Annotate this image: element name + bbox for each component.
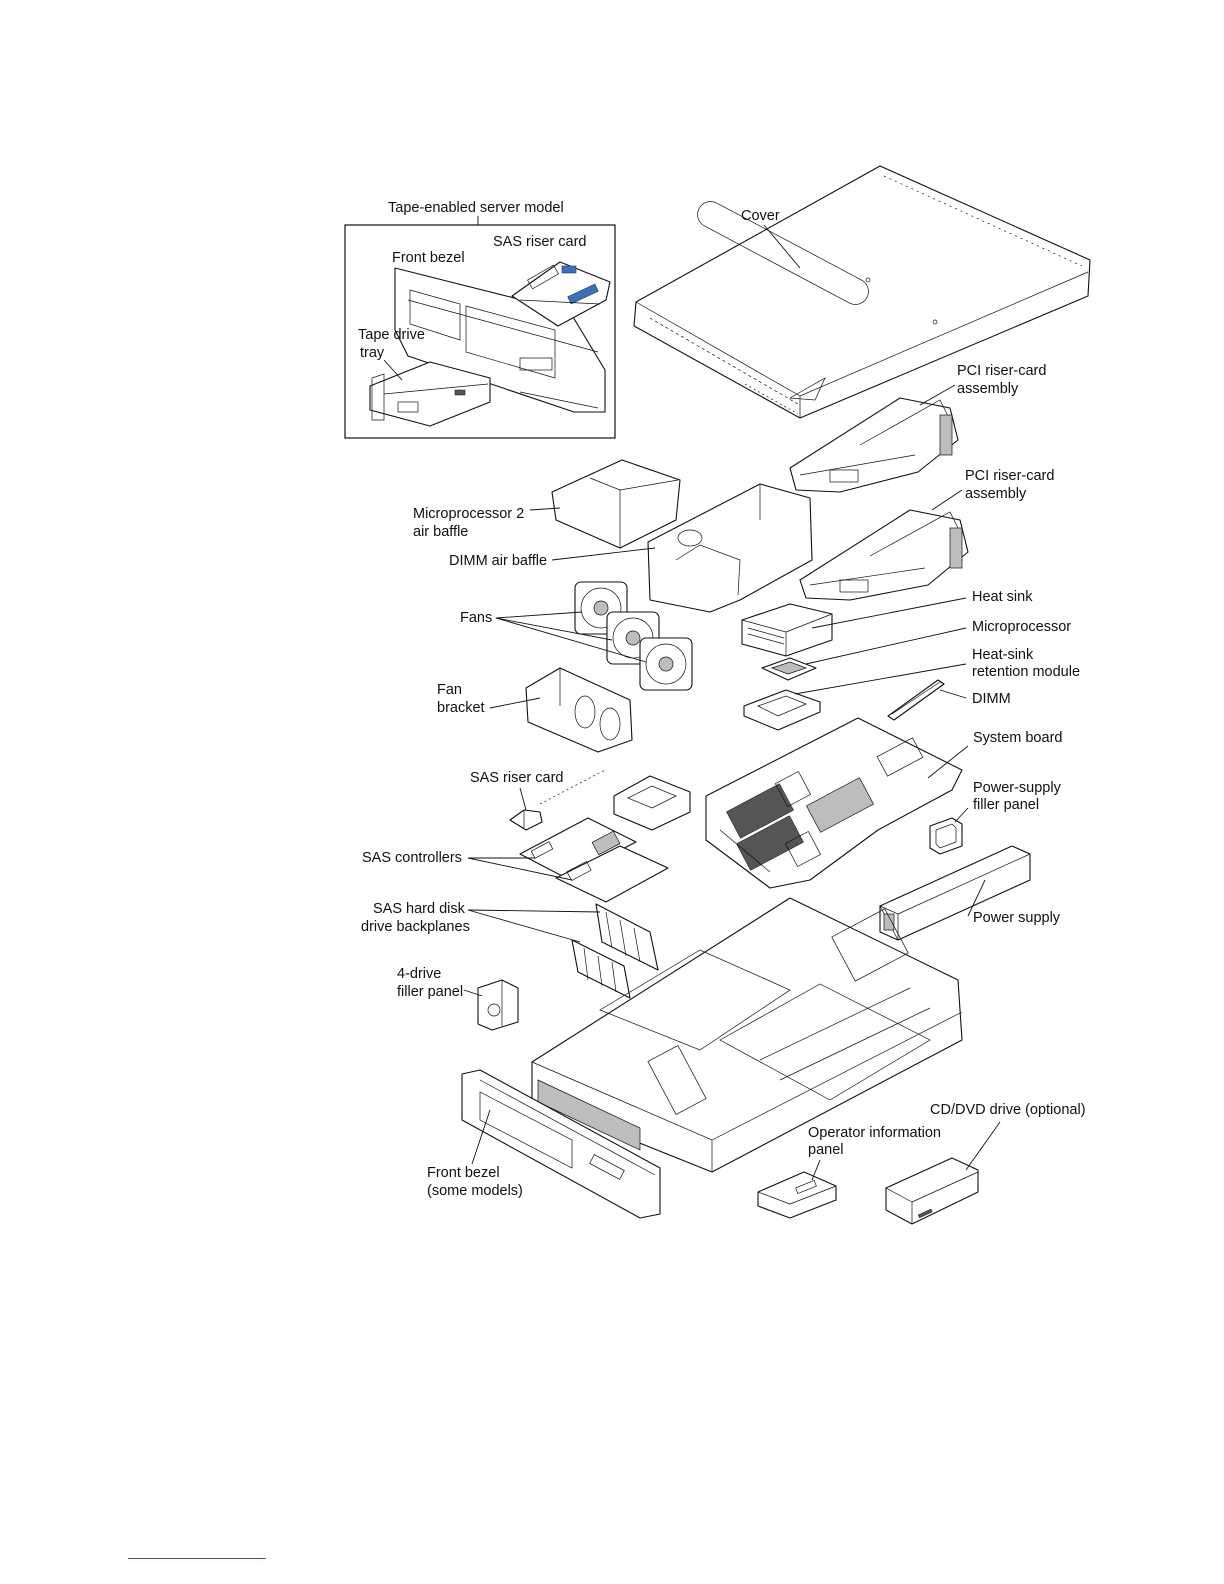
- tape-drive-tray-label-2: tray: [360, 345, 385, 361]
- dimm-part: [887, 679, 945, 721]
- front-bezel-label-2: (some models): [427, 1183, 523, 1199]
- heat-sink-label: Heat sink: [972, 589, 1033, 605]
- pci-riser-1-label-1: PCI riser-card: [957, 363, 1046, 379]
- power-supply-filler-panel-part: [929, 817, 963, 855]
- chassis-part: [531, 897, 963, 1173]
- cover-label: Cover: [741, 208, 780, 224]
- hs-retention-label-2: retention module: [972, 664, 1080, 680]
- cd-dvd-label: CD/DVD drive (optional): [930, 1102, 1086, 1118]
- pci-riser-assembly-2-part: [799, 509, 969, 601]
- footer-rule: [128, 1558, 266, 1559]
- dimm-air-baffle-part: [647, 483, 813, 613]
- power-supply-label: Power supply: [973, 910, 1061, 926]
- fan-bracket-part: [525, 667, 633, 753]
- system-board-part: [705, 717, 963, 889]
- tape-front-bezel-label: Front bezel: [392, 250, 465, 266]
- sas-controllers-part: [519, 817, 669, 903]
- hs-retention-label-1: Heat-sink: [972, 647, 1034, 663]
- fans-part: [574, 581, 693, 691]
- pci-riser-1-label-2: assembly: [957, 381, 1019, 397]
- operator-panel-part: [757, 1171, 837, 1219]
- four-drive-filler-panel-part: [477, 979, 519, 1031]
- sas-riser-card-part: [509, 769, 606, 831]
- tape-sas-riser-part: [511, 261, 611, 327]
- four-drive-label-1: 4-drive: [397, 966, 441, 982]
- fans-label: Fans: [460, 610, 492, 626]
- four-drive-label-2: filler panel: [397, 984, 463, 1000]
- board-bracket-part: [613, 775, 691, 831]
- front-bezel-part: [461, 1069, 661, 1219]
- mp2-baffle-label-2: air baffle: [413, 524, 468, 540]
- fan-bracket-label-2: bracket: [437, 700, 485, 716]
- tape-sas-riser-label: SAS riser card: [493, 234, 586, 250]
- backplanes-label-1: SAS hard disk: [373, 901, 466, 917]
- heat-sink-part: [741, 603, 833, 657]
- tape-model-label: Tape-enabled server model: [388, 200, 564, 216]
- fan-bracket-label-1: Fan: [437, 682, 462, 698]
- sas-riser-label: SAS riser card: [470, 770, 563, 786]
- pci-riser-2-label-1: PCI riser-card: [965, 468, 1054, 484]
- operator-panel-label-2: panel: [808, 1142, 843, 1158]
- pci-riser-2-label-2: assembly: [965, 486, 1027, 502]
- cd-dvd-drive-part: [885, 1157, 979, 1225]
- system-board-label: System board: [973, 730, 1062, 746]
- microprocessor-part: [761, 657, 817, 681]
- tape-model-inset: Tape-enabled server model Front bezel SA…: [344, 200, 616, 439]
- front-bezel-label-1: Front bezel: [427, 1165, 500, 1181]
- cover-part: [633, 165, 1091, 419]
- sas-controllers-label: SAS controllers: [362, 850, 462, 866]
- mp2-baffle-label-1: Microprocessor 2: [413, 506, 524, 522]
- operator-panel-label-1: Operator information: [808, 1125, 941, 1141]
- heat-sink-retention-module-part: [743, 689, 821, 731]
- microprocessor-label: Microprocessor: [972, 619, 1071, 635]
- tape-front-bezel-part: [394, 267, 606, 413]
- ps-filler-label-1: Power-supply: [973, 780, 1062, 796]
- tape-drive-tray-label-1: Tape drive: [358, 327, 425, 343]
- ps-filler-label-2: filler panel: [973, 797, 1039, 813]
- sas-backplanes-part: [571, 903, 659, 999]
- microprocessor-2-air-baffle-part: [551, 459, 681, 549]
- backplanes-label-2: drive backplanes: [361, 919, 470, 935]
- dimm-baffle-label: DIMM air baffle: [449, 553, 547, 569]
- pci-riser-assembly-1-part: [789, 397, 959, 493]
- dimm-label: DIMM: [972, 691, 1011, 707]
- power-supply-part: [879, 845, 1031, 941]
